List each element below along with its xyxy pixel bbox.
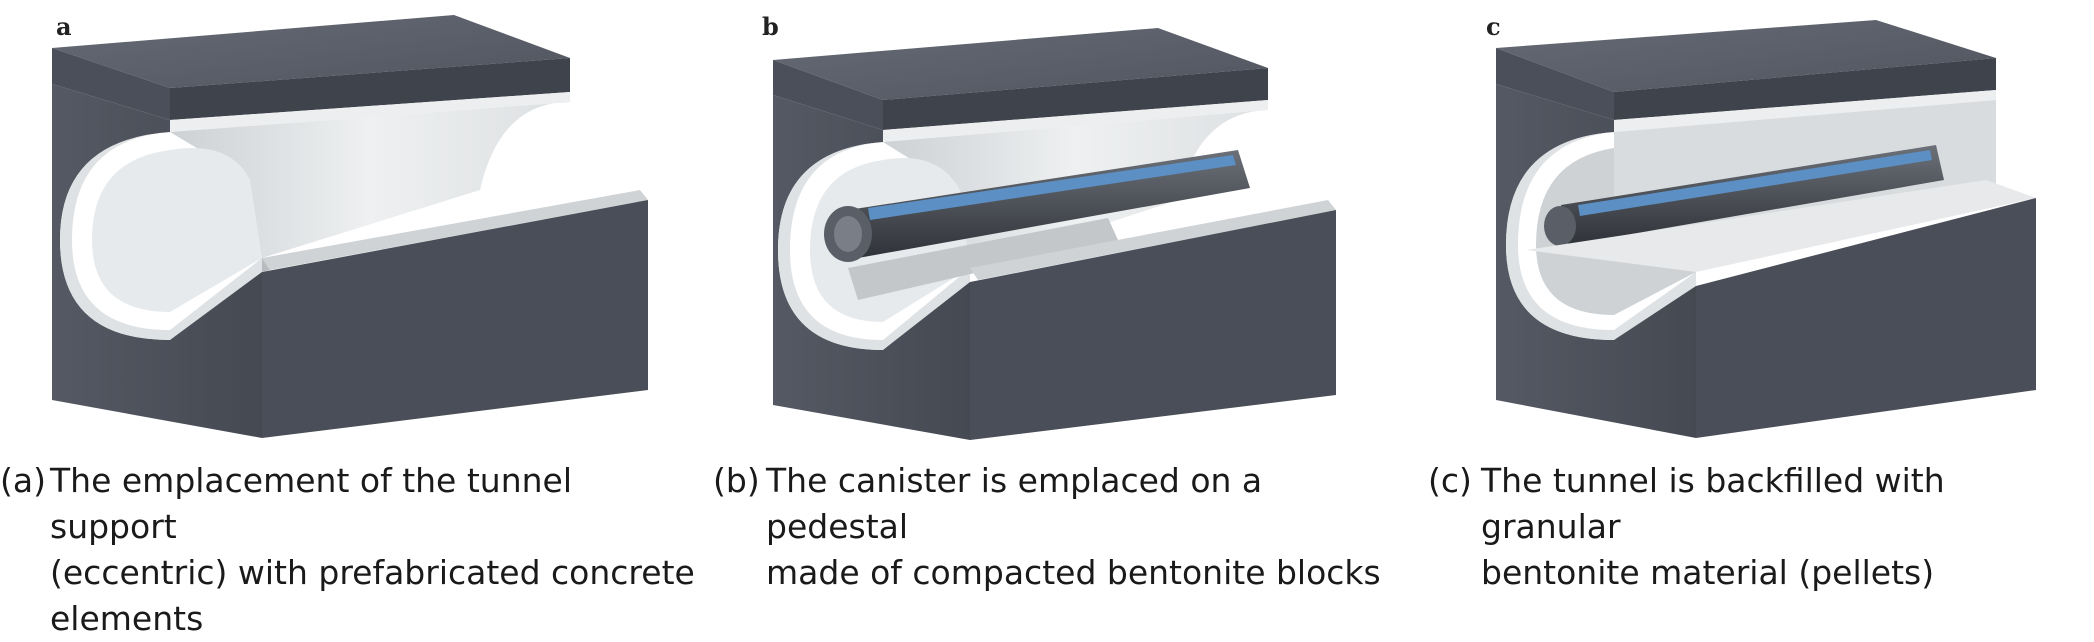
panel-letter: b bbox=[762, 12, 779, 41]
rock-top-side bbox=[1614, 58, 1996, 120]
backfill-arch-face bbox=[1536, 148, 1696, 315]
panel-a: a (a) The emplacement of the tunnel supp… bbox=[0, 0, 698, 638]
rock-top-front bbox=[773, 60, 883, 130]
concrete-top-strip bbox=[883, 100, 1268, 142]
canister-blue-stripe bbox=[868, 155, 1236, 220]
caption-text: The canister is emplaced on a pedestal m… bbox=[766, 461, 1381, 592]
rock-top-side bbox=[170, 58, 570, 120]
rock-top-face bbox=[773, 28, 1268, 100]
tunnel-interior bbox=[170, 102, 570, 258]
concrete-arch-inner bbox=[92, 148, 262, 312]
rock-lower-top bbox=[970, 200, 1336, 280]
canister-end-cap bbox=[1544, 206, 1576, 246]
panel-letter: a bbox=[56, 12, 72, 41]
rock-top-front bbox=[52, 48, 170, 120]
rock-top-front bbox=[1496, 48, 1614, 120]
rock-left-face bbox=[52, 84, 262, 438]
canister-blue-stripe bbox=[1578, 150, 1932, 216]
rock-lower-top bbox=[262, 190, 648, 270]
rock-lower-front bbox=[970, 210, 1336, 440]
rock-left-face bbox=[1496, 84, 1696, 438]
concrete-top-strip bbox=[1614, 90, 1996, 132]
rock-left-face bbox=[773, 95, 970, 440]
panel-c: c (c) The tunnel is backfilled with gran… bbox=[1396, 0, 2094, 595]
caption-marker: (a) bbox=[0, 461, 46, 500]
bentonite-pedestal bbox=[848, 218, 1118, 300]
rock-top-face bbox=[1496, 20, 1996, 92]
panel-b: b (b) The canister is emplaced on a pede… bbox=[698, 0, 1396, 595]
caption-marker: (b) bbox=[713, 461, 760, 500]
concrete-top-strip bbox=[170, 92, 570, 132]
panel-letter: c bbox=[1486, 12, 1501, 41]
canister-emplacement-illustration bbox=[773, 28, 1336, 440]
rock-lower-edge bbox=[262, 258, 270, 272]
backfill-ledge bbox=[1526, 180, 2036, 272]
caption-marker: (c) bbox=[1428, 461, 1472, 500]
rock-top-face bbox=[52, 15, 570, 88]
rock-lower-front bbox=[1696, 198, 2036, 438]
tunnel-support-illustration bbox=[52, 15, 648, 438]
caption-text: The tunnel is backfilled with granular b… bbox=[1481, 461, 1945, 592]
rock-lower-front bbox=[262, 200, 648, 438]
caption-text: The emplacement of the tunnel support (e… bbox=[50, 461, 695, 638]
canister-end-lid bbox=[834, 216, 862, 252]
backfill-illustration bbox=[1496, 20, 2036, 438]
rock-top-side bbox=[883, 68, 1268, 130]
